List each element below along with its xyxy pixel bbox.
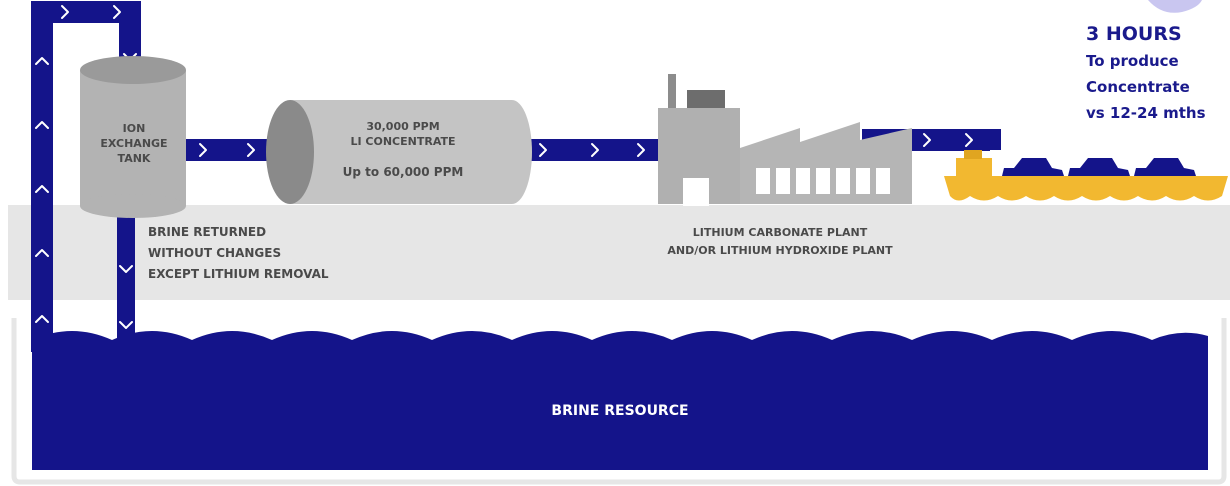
callout-accent [1148,0,1202,13]
chevron-right-icon [247,143,255,157]
chevron-down-icon [119,321,133,329]
brine-resource-label: BRINE RESOURCE [551,403,689,419]
brine-returned-label: BRINE RETURNED WITHOUT CHANGES EXCEPT LI… [148,225,329,281]
callout-line-1: To produce [1086,52,1179,70]
concentrate-cylinder [266,100,532,204]
concentrate-ppm-label: 30,000 PPM [366,120,440,133]
resource-frame [11,318,1227,485]
chevron-right-icon [965,133,973,147]
ground-band [8,205,1230,300]
ion-exchange-tank [80,56,186,218]
plant-label: LITHIUM CARBONATE PLANT AND/OR LITHIUM H… [667,226,893,257]
chevron-up-icon [35,315,49,323]
cargo-ship [944,150,1228,201]
intake-pipe [31,1,141,352]
chevron-right-icon [539,143,547,157]
callout-headline: 3 HOURS [1086,23,1182,45]
chevron-right-icon [637,143,645,157]
chevron-up-icon [35,185,49,193]
chevron-up-icon [35,249,49,257]
chevron-down-icon [119,265,133,273]
chevron-right-icon [923,133,931,147]
chevron-right-icon [61,5,69,19]
brine-water [32,331,1208,470]
tank-label: ION EXCHANGE TANK [100,122,168,165]
processing-plant [658,74,912,206]
chevron-right-icon [113,5,121,19]
chevron-right-icon [199,143,207,157]
callout-line-2: Concentrate [1086,78,1190,96]
chevron-up-icon [35,57,49,65]
chevron-right-icon [591,143,599,157]
concentrate-max-label: Up to 60,000 PPM [342,165,464,179]
callout-line-3: vs 12-24 mths [1086,104,1206,122]
chevron-up-icon [35,121,49,129]
concentrate-type-label: LI CONCENTRATE [350,135,456,148]
